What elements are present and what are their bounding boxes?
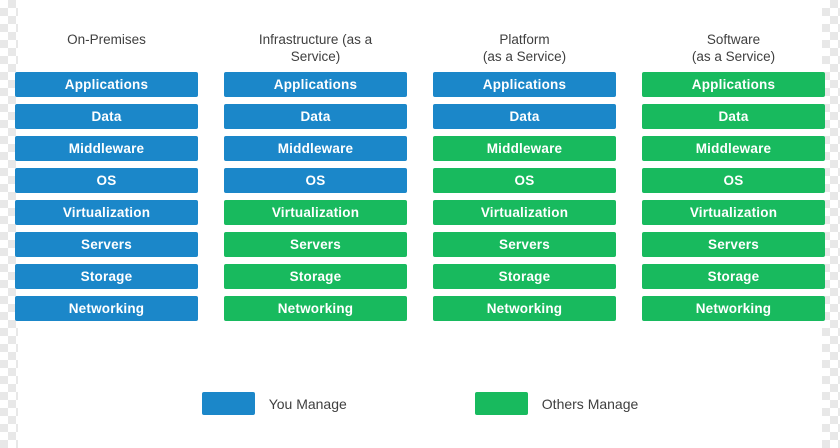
stack-layer: Networking bbox=[15, 296, 198, 321]
stack-layer: Data bbox=[642, 104, 825, 129]
transparency-checkerboard-right bbox=[822, 0, 840, 448]
transparency-checkerboard-left bbox=[0, 0, 18, 448]
column-title: Platform (as a Service) bbox=[482, 32, 567, 64]
stack-layer: Virtualization bbox=[642, 200, 825, 225]
stack-layer: OS bbox=[433, 168, 616, 193]
stack-layer: Middleware bbox=[642, 136, 825, 161]
diagram-legend: You Manage Others Manage bbox=[0, 392, 840, 415]
stack-layer: Data bbox=[224, 104, 407, 129]
stack-layer: Data bbox=[15, 104, 198, 129]
legend-label: You Manage bbox=[268, 395, 347, 412]
stack-layer: Applications bbox=[642, 72, 825, 97]
stack-layer: Servers bbox=[15, 232, 198, 257]
stack-layer: Virtualization bbox=[433, 200, 616, 225]
legend-swatch bbox=[201, 392, 255, 415]
stack-layer: OS bbox=[15, 168, 198, 193]
stack-layer: Servers bbox=[224, 232, 407, 257]
column-title: Software (as a Service) bbox=[691, 32, 776, 64]
legend-item: You Manage bbox=[201, 392, 347, 415]
legend-label: Others Manage bbox=[541, 395, 639, 412]
stack-layer: Applications bbox=[224, 72, 407, 97]
legend-swatch bbox=[474, 392, 528, 415]
stack-layer: Middleware bbox=[224, 136, 407, 161]
column-title: Infrastructure (as a Service) bbox=[258, 32, 373, 64]
stack-layer: Data bbox=[433, 104, 616, 129]
stack-layer: Applications bbox=[433, 72, 616, 97]
stack-layer: Storage bbox=[433, 264, 616, 289]
stack-layer: Middleware bbox=[433, 136, 616, 161]
stack-layer: Servers bbox=[433, 232, 616, 257]
stack-layer: Virtualization bbox=[224, 200, 407, 225]
stack-layer: Storage bbox=[224, 264, 407, 289]
stack-layer: Middleware bbox=[15, 136, 198, 161]
stack-layer: Virtualization bbox=[15, 200, 198, 225]
legend-item: Others Manage bbox=[474, 392, 639, 415]
stack-layer: Storage bbox=[642, 264, 825, 289]
stack-layer: Networking bbox=[224, 296, 407, 321]
stack-layer: Networking bbox=[642, 296, 825, 321]
stack-layer: Servers bbox=[642, 232, 825, 257]
stack-layer: OS bbox=[224, 168, 407, 193]
column-title: On-Premises bbox=[67, 32, 146, 47]
stack-layer: OS bbox=[642, 168, 825, 193]
stack-layer: Applications bbox=[15, 72, 198, 97]
stack-layer: Storage bbox=[15, 264, 198, 289]
service-model-column: Infrastructure (as a Service) Application… bbox=[213, 30, 418, 321]
stack-layer: Networking bbox=[433, 296, 616, 321]
